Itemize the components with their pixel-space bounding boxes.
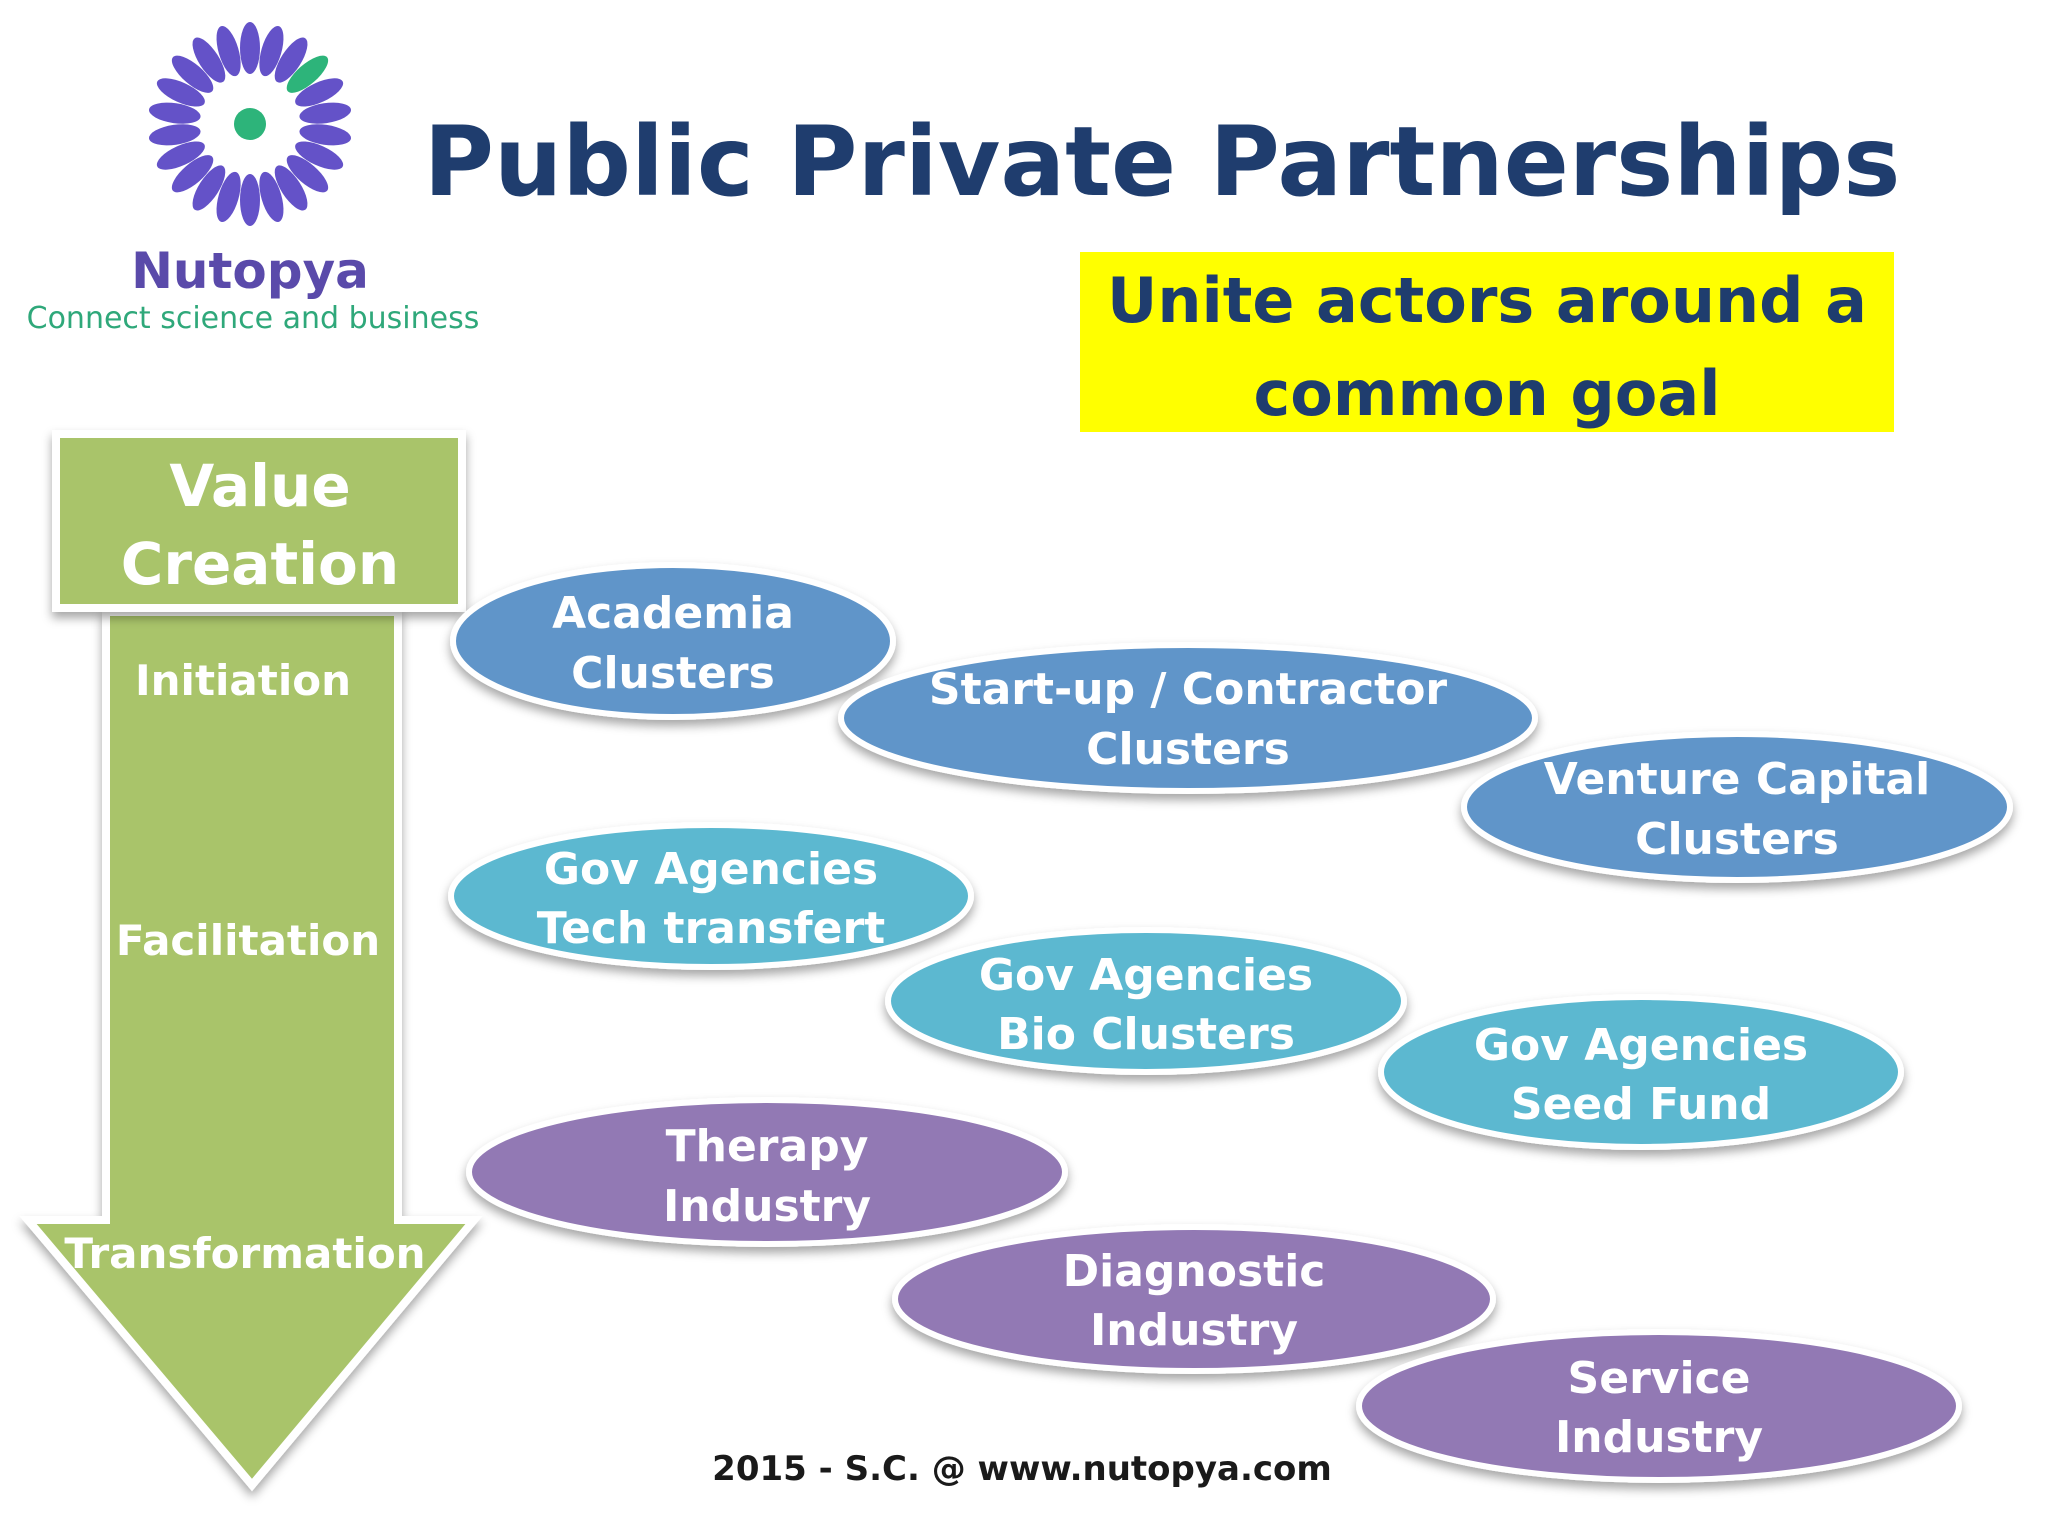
actor-label-line-2: Industry <box>1090 1305 1298 1356</box>
logo-petal <box>192 37 226 83</box>
logo-petal <box>216 171 241 223</box>
actor-startup-contractor-clusters: Start-up / Contractor Clusters <box>838 642 1538 794</box>
logo-petal <box>156 141 205 170</box>
actor-diagnostic-industry: Diagnostic Industry <box>892 1224 1496 1374</box>
actor-label-line-1: Diagnostic <box>1063 1246 1326 1297</box>
actor-label-line-2: Clusters <box>1086 724 1290 775</box>
logo-petal <box>286 55 329 93</box>
actor-label-line-1: Gov Agencies <box>979 950 1313 1001</box>
logo-petal <box>259 171 284 223</box>
logo-petal <box>171 155 214 193</box>
nutopya-logo: Nutopya Connect science and business <box>27 22 480 336</box>
actor-venture-capital-clusters: Venture Capital Clusters <box>1461 731 2013 883</box>
logo-petal <box>171 55 214 93</box>
logo-petal <box>240 22 260 74</box>
goal-callout: Unite actors around a common goal <box>1080 252 1894 432</box>
logo-petal <box>192 165 226 211</box>
value-creation-line-2: Creation <box>121 530 399 598</box>
logo-petal <box>299 124 352 146</box>
actor-label-line-2: Clusters <box>1635 814 1839 865</box>
value-creation-line-1: Value <box>169 452 350 520</box>
actor-label-line-1: Therapy <box>666 1121 869 1172</box>
actor-ellipse <box>885 927 1407 1075</box>
actor-label-line-2: Industry <box>1555 1412 1763 1463</box>
actor-ellipse <box>892 1224 1496 1374</box>
flower-logo-icon <box>148 22 352 226</box>
logo-petal <box>286 155 329 193</box>
logo-petal <box>156 78 205 107</box>
logo-tagline: Connect science and business <box>27 301 480 336</box>
footer-credit: 2015 - S.C. @ www.nutopya.com <box>712 1449 1332 1489</box>
actor-label-line-1: Gov Agencies <box>544 844 878 895</box>
logo-petal <box>274 37 308 83</box>
value-creation-arrow: Value Creation Initiation Facilitation T… <box>19 430 483 1492</box>
actor-service-industry: Service Industry <box>1356 1329 1962 1483</box>
stage-transformation: Transformation <box>64 1229 425 1278</box>
logo-petal <box>259 25 284 77</box>
logo-petal <box>148 124 201 146</box>
actor-label-line-1: Venture Capital <box>1544 754 1930 805</box>
logo-petal <box>148 102 201 124</box>
stage-initiation: Initiation <box>135 656 351 705</box>
actors-group: Academia Clusters Start-up / Contractor … <box>448 562 2013 1483</box>
logo-petal <box>216 25 241 77</box>
actor-ellipse <box>1356 1329 1962 1483</box>
logo-petal <box>295 141 344 170</box>
actor-ellipse <box>466 1097 1068 1247</box>
actor-label-line-1: Gov Agencies <box>1474 1020 1808 1071</box>
callout-box <box>1080 252 1894 432</box>
actor-gov-tech-transfert: Gov Agencies Tech transfert <box>448 822 974 970</box>
down-arrow-shape <box>19 608 483 1492</box>
logo-petal <box>299 102 352 124</box>
logo-petal <box>240 174 260 226</box>
actor-label-line-1: Start-up / Contractor <box>929 664 1448 715</box>
actor-label-line-2: Bio Clusters <box>997 1009 1295 1060</box>
value-creation-header-box <box>52 430 466 612</box>
actor-gov-bio-clusters: Gov Agencies Bio Clusters <box>885 927 1407 1075</box>
actor-label-line-2: Industry <box>663 1181 871 1232</box>
actor-label-line-2: Seed Fund <box>1511 1079 1771 1130</box>
stage-facilitation: Facilitation <box>116 916 380 965</box>
logo-petal <box>295 78 344 107</box>
actor-label-line-1: Academia <box>552 588 794 639</box>
actor-academia-clusters: Academia Clusters <box>450 562 896 720</box>
logo-center <box>234 108 266 140</box>
actor-gov-seed-fund: Gov Agencies Seed Fund <box>1378 994 1904 1150</box>
actor-ellipse <box>1378 994 1904 1150</box>
logo-petal <box>274 165 308 211</box>
actor-ellipse <box>448 822 974 970</box>
actor-therapy-industry: Therapy Industry <box>466 1097 1068 1247</box>
logo-name: Nutopya <box>131 242 369 300</box>
actor-ellipse <box>838 642 1538 794</box>
actor-ellipse <box>450 562 896 720</box>
page-title: Public Private Partnerships <box>424 106 1901 218</box>
actor-label-line-2: Tech transfert <box>537 903 885 954</box>
actor-label-line-1: Service <box>1568 1353 1751 1404</box>
callout-line-1: Unite actors around a <box>1107 264 1867 337</box>
callout-line-2: common goal <box>1254 357 1721 430</box>
actor-ellipse <box>1461 731 2013 883</box>
actor-label-line-2: Clusters <box>571 648 775 699</box>
